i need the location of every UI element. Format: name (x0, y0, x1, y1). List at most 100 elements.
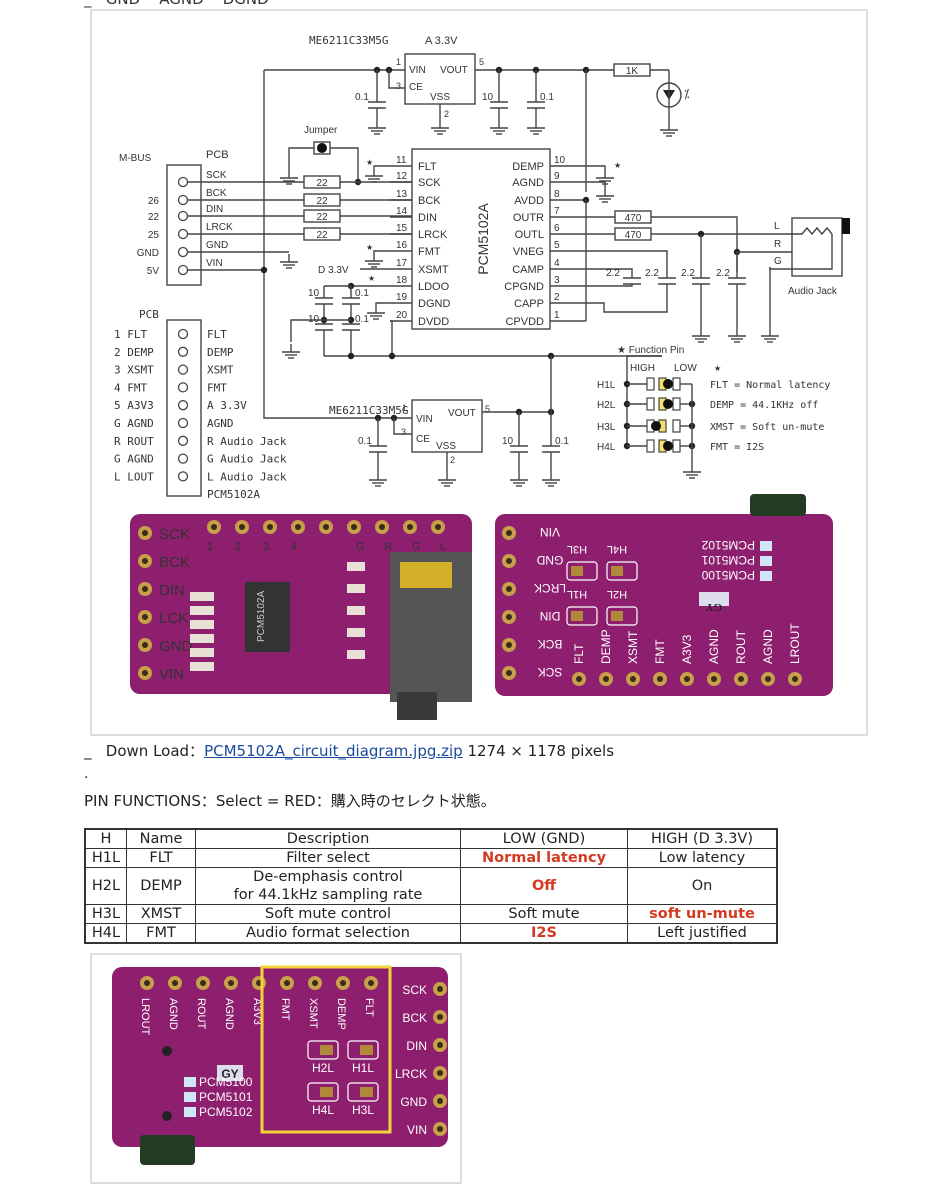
board-pin-label: A3V3 (251, 998, 263, 1025)
board-back-pin-label: SCK (538, 665, 563, 679)
pcb-pin-right: FLT (207, 328, 227, 341)
pin-hole (437, 1014, 443, 1020)
capacitor-value: 10 (308, 314, 320, 325)
pcb-pin-left: R ROUT (114, 435, 154, 448)
board-front-pin-label: GND (159, 638, 193, 655)
jumper-label: H2L (312, 1061, 334, 1075)
pcb-pin-right: XSMT (207, 364, 234, 377)
regulator-d-part: ME6211C33M5G (329, 404, 408, 417)
board-back-pin-label: GND (536, 553, 563, 567)
jumper-label: H4L (312, 1103, 334, 1117)
pcb-pin-left: G AGND (114, 417, 154, 430)
column-header: Name (126, 828, 196, 849)
mbus-connector (166, 164, 202, 286)
chip-pin-name: DIN (418, 212, 437, 224)
resistor-value: 22 (316, 212, 328, 223)
jumper-solder (611, 611, 623, 621)
chip-pin-name: AVDD (514, 195, 544, 207)
board-side-label: LRCK (395, 1067, 427, 1081)
cell-h: H1L (84, 848, 127, 868)
mount-hole (162, 1111, 172, 1121)
download-size: 1274 × 1178 pixels (462, 742, 615, 760)
chip-pin-name: DEMP (512, 161, 544, 173)
pin-hole (142, 586, 148, 592)
chip-pin-number: 17 (396, 258, 408, 269)
pin-hole (630, 676, 636, 682)
chip-pin-name: SCK (418, 177, 441, 189)
resistor-value: 470 (625, 230, 642, 241)
pin-hole (284, 980, 290, 986)
pcb-pin-left: 5 A3V3 (114, 399, 154, 412)
variant-label: PCM5100 (701, 568, 755, 582)
wire (373, 165, 390, 168)
column-header: HIGH (D 3.3V) (627, 828, 778, 849)
capacitor-value: 10 (502, 436, 514, 447)
cell-high: Low latency (627, 848, 778, 868)
variant-label: PCM5102 (199, 1105, 253, 1119)
wire (263, 402, 412, 419)
cell-high: On (627, 867, 778, 905)
board-front-pin-label: SCK (159, 526, 190, 543)
resistor-value: 470 (625, 213, 642, 224)
label: 3 (401, 427, 406, 437)
smd-component (190, 634, 214, 643)
jumper-solder (360, 1045, 373, 1055)
star-icon: ★ (614, 161, 621, 170)
connector-pin (177, 176, 189, 188)
function-row-label: H4L (597, 442, 616, 453)
capacitor-value: 0.1 (555, 436, 569, 447)
pin-hole (657, 676, 663, 682)
chip-pcm5102a (411, 148, 551, 330)
chip-pin-name: VNEG (513, 246, 544, 258)
capacitor-value: 0.1 (358, 436, 372, 447)
download-prefix: _ Down Load： (84, 742, 205, 760)
chip-pin-number: 4 (554, 258, 560, 269)
jumper-label: H1L (567, 588, 587, 600)
pin-hole (792, 676, 798, 682)
connector-pin (177, 264, 189, 276)
chip-pin-name: CPVDD (505, 316, 544, 328)
jumper-pad-outline (347, 1082, 379, 1102)
pcb-pin-left: 2 DEMP (114, 346, 154, 359)
junction-dot (347, 352, 355, 360)
audio-jack-icon (791, 217, 843, 277)
cell-name: XMST (126, 904, 196, 924)
resistor-value: 22 (316, 196, 328, 207)
pcb-pin-right: DEMP (207, 346, 234, 359)
jumper-label: H2L (607, 588, 627, 600)
chip-pin-number: 11 (396, 155, 407, 166)
mbus-pin-number: 26 (148, 196, 160, 207)
wire (626, 355, 662, 360)
pin-label: VIN (416, 414, 433, 425)
chip-pin-number: 13 (396, 189, 408, 200)
wire (290, 319, 351, 342)
mbus-pin-number: 22 (148, 212, 160, 223)
column-header: LOW (GND) (460, 828, 628, 849)
connector-pin (177, 364, 189, 375)
pin-hole (407, 524, 413, 530)
top-caption: _ GND AGND DGND (84, 0, 269, 8)
board-pin-label: ROUT (195, 998, 207, 1029)
pin-label: CE (409, 82, 423, 93)
chip-pin-name: CPGND (504, 281, 544, 293)
pin-hole (323, 524, 329, 530)
board-back-bottom-label: A3V3 (680, 634, 694, 664)
capacitor-value: 0.1 (540, 92, 554, 103)
smd-component (347, 606, 365, 615)
chip-pin-name: OUTL (515, 229, 544, 241)
wire (330, 147, 359, 182)
signal-label: DIN (206, 204, 223, 215)
capacitor-value: 0.1 (355, 314, 369, 325)
jumper-pad-low (672, 397, 681, 411)
variant-label: PCM5101 (199, 1090, 253, 1104)
chip-name: PCM5102A (475, 203, 491, 275)
board-back-pin-label: LRCK (534, 581, 566, 595)
cell-name: DEMP (126, 867, 196, 905)
connector-pin (177, 328, 189, 340)
signal-label: BCK (206, 188, 227, 199)
download-link[interactable]: PCM5102A_circuit_diagram.jpg.zip (204, 742, 463, 760)
